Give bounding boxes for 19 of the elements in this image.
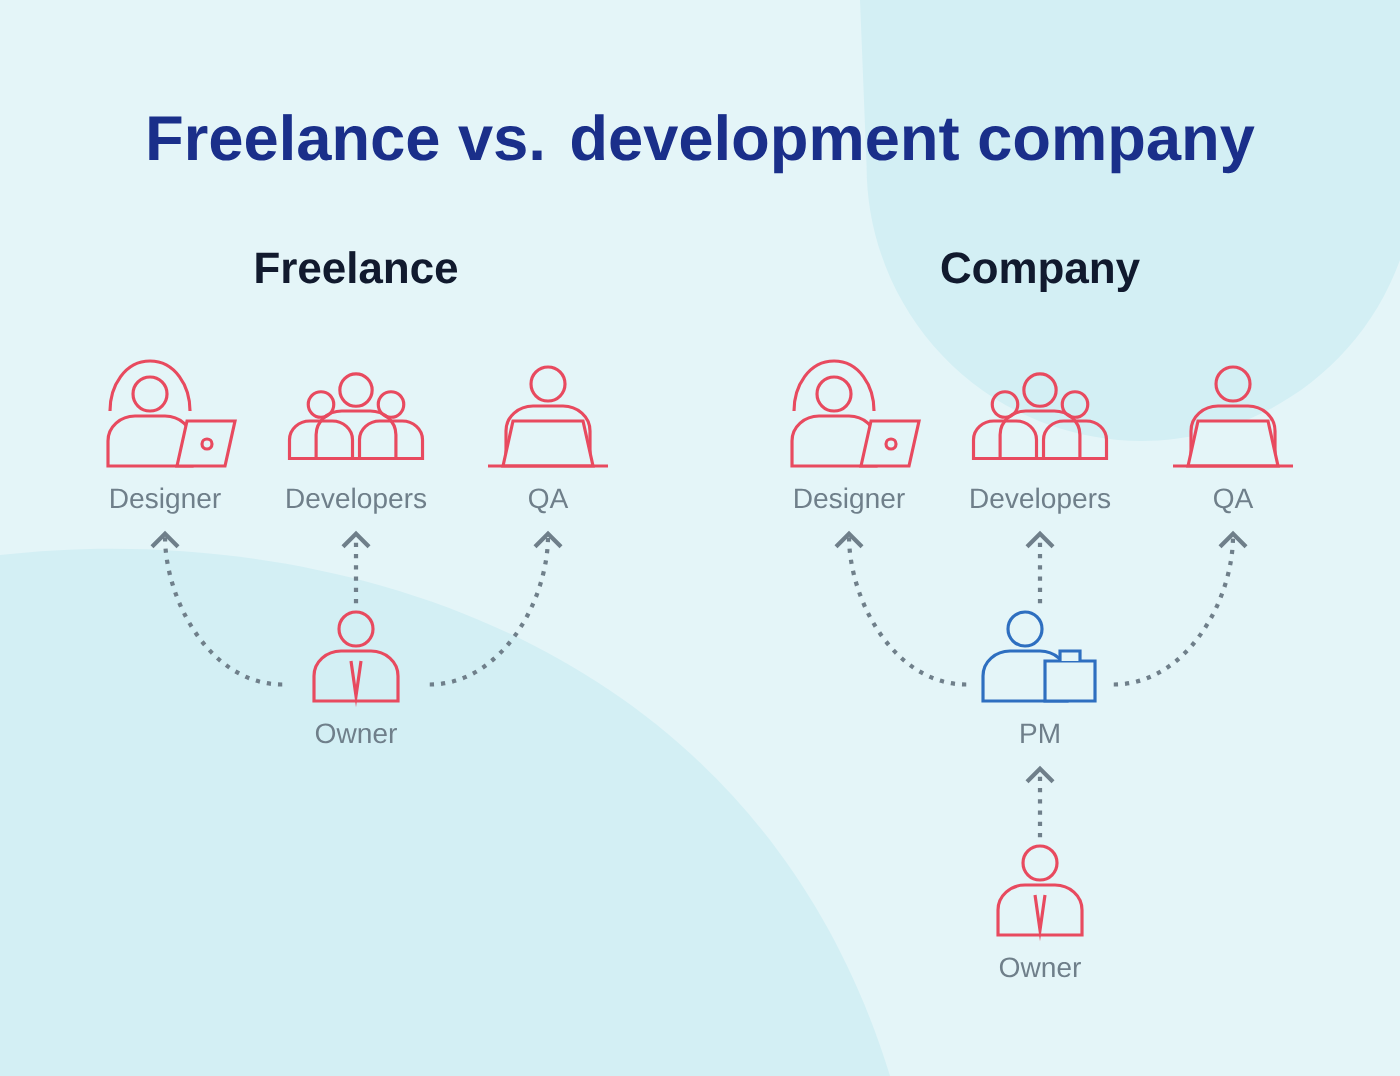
title: Freelance vs. development company (149, 114, 1255, 174)
arrow (1025, 765, 1055, 838)
arrow (429, 530, 563, 687)
person-label: Designer (111, 487, 221, 514)
person-label: Developers (971, 487, 1111, 514)
person-label: PM (1021, 723, 1059, 743)
arrow (341, 530, 371, 604)
arrow (1113, 530, 1248, 687)
person-label: Designer (795, 487, 905, 514)
arrow (1025, 530, 1055, 604)
person-label: Owner (999, 957, 1081, 978)
person-label: Owner (315, 723, 397, 744)
person-label: QA (529, 488, 569, 514)
arrow (150, 530, 283, 687)
section-heading: Freelance (256, 251, 458, 284)
arrow (834, 530, 967, 687)
person-label: Developers (287, 487, 427, 514)
section-heading: Company (941, 252, 1140, 293)
person-label: QA (1214, 488, 1254, 514)
